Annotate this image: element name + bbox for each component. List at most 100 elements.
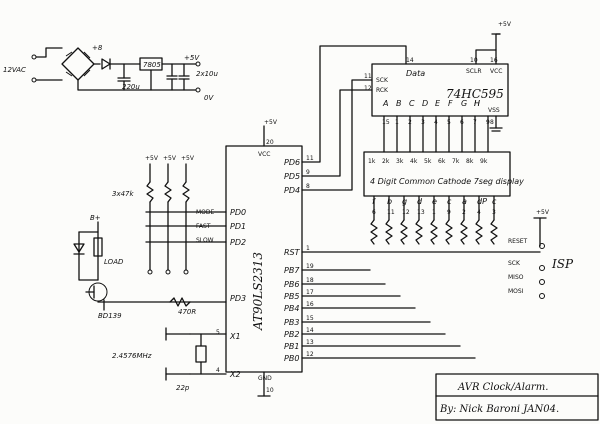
title-box: [435, 373, 599, 421]
isp-title: ISP: [551, 257, 574, 271]
bridge-rectifier: [61, 47, 95, 81]
mcu-right-pin-label: PD5: [284, 172, 300, 181]
vout-label: +5V: [184, 54, 200, 62]
mcu-left-pin-label: PD2: [230, 238, 246, 247]
switch-label: MODE: [196, 209, 215, 216]
mcu-right-pin-number: 19: [306, 263, 314, 270]
seg-resistor: [385, 219, 393, 245]
mcu-left-pin-label: PD1: [230, 222, 246, 231]
mcu-right-pin-number: 9: [306, 169, 310, 176]
isp-line-label: MOSI: [508, 288, 524, 295]
isp-pin: [539, 265, 545, 271]
isp-pin: [539, 279, 545, 285]
cap2-label: 2x10u: [196, 70, 219, 78]
mcu-right-pin-label: PB6: [284, 280, 299, 289]
pullup-resistor: [182, 181, 190, 203]
display-label: 4 Digit Common Cathode 7seg display: [370, 177, 524, 186]
seg-resistor: [415, 219, 423, 245]
mcu-right-pin-label: PB3: [284, 318, 299, 327]
display-res-label: 9k: [480, 158, 488, 165]
shift-register: Data 74HC595 SCK RCK SCLR VCC VSS 14 11 …: [364, 21, 512, 153]
switch-vplus-label: +5V: [145, 155, 159, 162]
mcu-left-pin-label: PD3: [230, 294, 246, 303]
mcu-right-pin-label: RST: [284, 248, 301, 257]
ac-input-label: 12VAC: [3, 66, 26, 74]
mcu-right-pin-number: 13: [306, 339, 314, 346]
seg-resistor: [400, 219, 408, 245]
mcu-right-pin-number: 11: [306, 155, 314, 162]
seg-resistor: [430, 219, 438, 245]
cap1-label: 220u: [122, 83, 140, 91]
mcu-left-pin-number: 4: [216, 367, 220, 374]
mcu-right-pin-number: 16: [306, 301, 314, 308]
display-body: [363, 151, 511, 197]
isp-line-label: RESET: [508, 238, 528, 245]
pin8-label: 8: [490, 119, 494, 126]
microcontroller: AT90LS2313 VCC GND 20 10 +5V PD0PD1PD2PD…: [145, 119, 541, 397]
shift-pin-label: A: [382, 99, 388, 108]
pin10-label: 10: [470, 57, 478, 64]
shift-vcc-label: VCC: [490, 68, 502, 75]
mcu-right-pin-number: 8: [306, 183, 310, 190]
mcu-right-pin-number: 14: [306, 327, 314, 334]
shift-vplus-label: +5V: [498, 21, 512, 28]
display-res-label: 8k: [466, 158, 474, 165]
shift-out-pin-number: 15: [382, 119, 390, 126]
pin12-label: 12: [364, 85, 372, 92]
load-resistor: [93, 237, 103, 257]
switch-contact: [165, 269, 171, 275]
mcu-right-pin-label: PD4: [284, 186, 300, 195]
display-res-label: 4k: [410, 158, 418, 165]
shift-sck-label: SCK: [376, 77, 389, 84]
shift-pin-label: D: [422, 99, 428, 108]
shift-pin-label: F: [448, 99, 453, 108]
power-supply: 12VAC +8 220u 7805 +5V 2x10u: [3, 44, 219, 102]
display-res-label: 6k: [438, 158, 446, 165]
mcu-left-pin-label: X1: [229, 332, 241, 341]
seg-resistor: [370, 219, 378, 245]
display-seg-number: 12: [402, 209, 410, 216]
shift-pin-label: B: [396, 99, 402, 108]
crystal-icon: [195, 345, 207, 363]
switch-contact: [183, 269, 189, 275]
display-vplus-label: +5V: [536, 209, 550, 216]
seg-resistor: [490, 219, 498, 245]
display-res-label: 1k: [368, 158, 376, 165]
pullup-resistor: [146, 181, 154, 203]
plus-label: +8: [92, 44, 103, 52]
pin11-label: 11: [364, 73, 372, 80]
mcu-right-pin-label: PB4: [284, 304, 299, 313]
mcu-right-pin-number: 15: [306, 315, 314, 322]
gnd-label: 0V: [204, 94, 214, 102]
pullup-resistor: [164, 181, 172, 203]
shift-rck-label: RCK: [376, 87, 389, 94]
mcu-left-pin-label: X2: [229, 370, 241, 379]
shift-pin-label: E: [435, 99, 441, 108]
switch-vplus-label: +5V: [181, 155, 195, 162]
display-seg-number: 13: [417, 209, 425, 216]
crystal-label: 2.4576MHz: [112, 352, 152, 360]
display-res-label: 7k: [452, 158, 460, 165]
display-res-label: 3k: [396, 158, 404, 165]
isp-pin: [539, 243, 545, 249]
cap-label: 22p: [176, 384, 190, 392]
display-res-label: 5k: [424, 158, 432, 165]
seg-resistor: [475, 219, 483, 245]
mcu-right-pin-number: 17: [306, 289, 314, 296]
mcu-right-pin-label: PB2: [284, 330, 299, 339]
mcu-right-pin-label: PB7: [284, 266, 300, 275]
switch-contact: [147, 269, 153, 275]
mcu-left-pin-label: PD0: [230, 208, 246, 217]
title-block: AVR Clock/Alarm. By: Nick Baroni JAN04.: [435, 373, 599, 421]
mcu-right-pin-label: PB5: [284, 292, 299, 301]
shift-pin-label: C: [409, 99, 415, 108]
mcu-vcc-label: VCC: [258, 151, 270, 158]
display-seg-label: d: [417, 197, 423, 206]
